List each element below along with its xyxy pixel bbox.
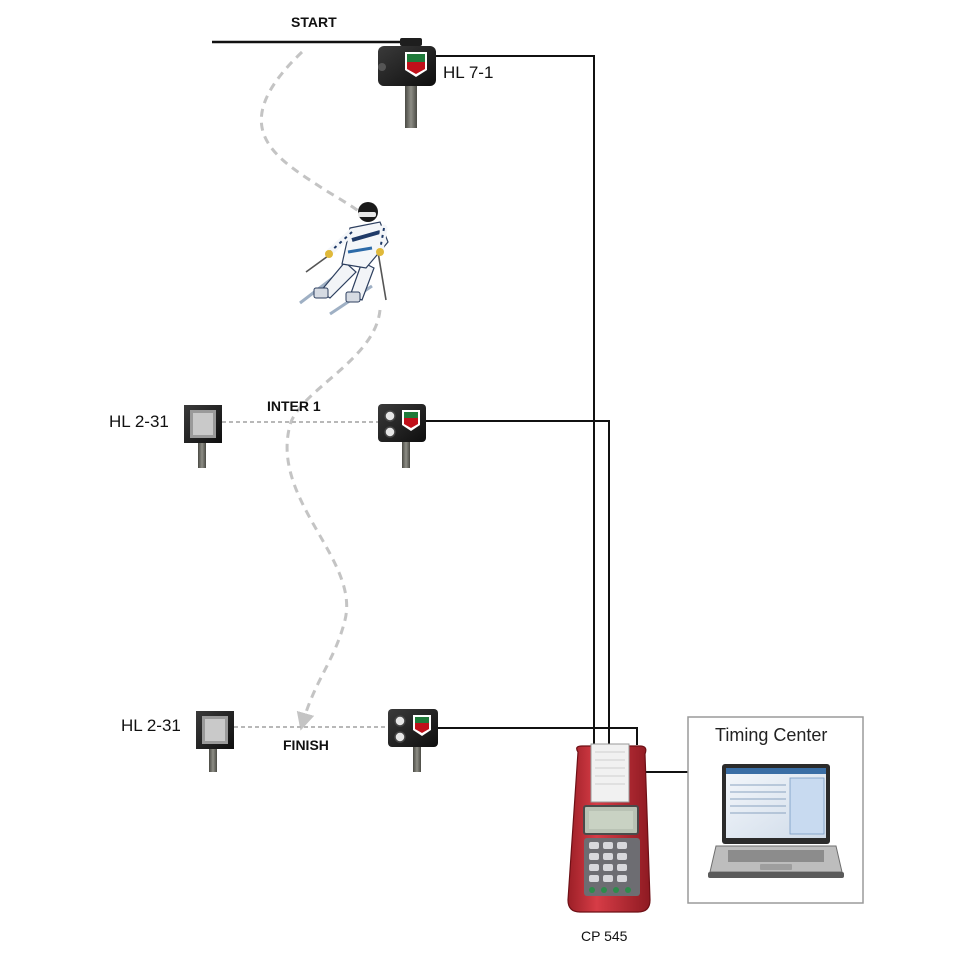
hl231-top-label: HL 2-31 (109, 412, 169, 431)
tag-heuer-logo-icon (405, 52, 427, 77)
photocell-icon (388, 709, 438, 772)
tag-heuer-logo-icon (413, 715, 431, 736)
reflector-icon (196, 711, 234, 772)
start-gate-icon (378, 38, 436, 128)
hl71-label: HL 7-1 (443, 63, 494, 82)
inter1-label: INTER 1 (267, 398, 321, 414)
start-label: START (291, 14, 337, 30)
cables (426, 55, 688, 773)
reflector-icon (184, 405, 222, 468)
cp545-label: CP 545 (581, 928, 628, 944)
tag-heuer-logo-icon (402, 410, 420, 431)
finish-label: FINISH (283, 737, 329, 753)
hl231-bottom-label: HL 2-31 (121, 716, 181, 735)
timing-center-title: Timing Center (715, 725, 828, 745)
skier-icon (299, 202, 389, 316)
photocell-icon (378, 404, 426, 468)
laptop-icon (708, 764, 844, 878)
ski-path-lower (285, 309, 382, 731)
cable-finish (438, 727, 638, 745)
ski-path (259, 50, 370, 221)
cable-start (430, 55, 595, 745)
cable-inter1 (426, 420, 610, 745)
cp545-timer-icon (567, 743, 651, 913)
